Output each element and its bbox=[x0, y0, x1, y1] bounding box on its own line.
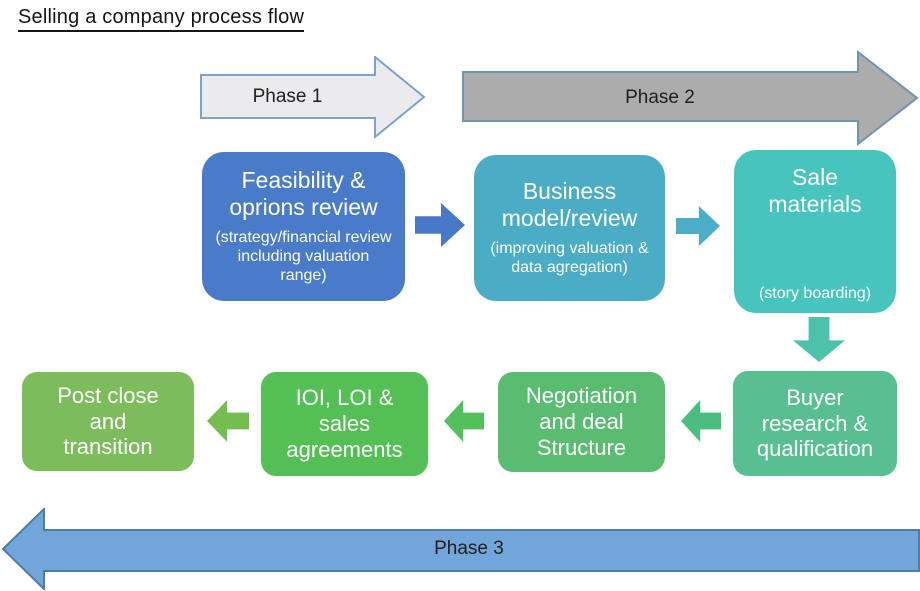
step-feasibility-subtitle: (strategy/financial review including val… bbox=[215, 229, 392, 285]
left-arrow-icon bbox=[207, 400, 249, 442]
step-post-close-title: Post close and transition bbox=[57, 382, 159, 460]
page-title: Selling a company process flow bbox=[18, 6, 305, 32]
phase1-label: Phase 1 bbox=[252, 86, 323, 107]
step-negotiation-title: Negotiation and deal Structure bbox=[525, 383, 638, 460]
step-sale-materials: Sale materials (story boarding) bbox=[734, 150, 896, 313]
left-arrow-icon bbox=[681, 400, 721, 442]
step-negotiation-deal-structure: Negotiation and deal Structure bbox=[498, 372, 665, 472]
phase1-arrow-graphic bbox=[200, 56, 426, 138]
phase3-banner-arrow: Phase 3 bbox=[2, 508, 920, 590]
down-arrow-icon bbox=[793, 317, 845, 362]
phase3-label: Phase 3 bbox=[434, 538, 504, 559]
step-ioi-title: IOI, LOI & sales agreements bbox=[286, 385, 403, 462]
step-business-subtitle: (improving valuation & data agregation) bbox=[490, 240, 649, 277]
phase2-arrow-graphic bbox=[462, 50, 919, 146]
step-buyer-research-qualification: Buyer research & qualification bbox=[733, 371, 897, 476]
phase3-left-arrow-shape bbox=[2, 508, 920, 590]
step-buyer-title: Buyer research & qualification bbox=[756, 384, 874, 462]
step-post-close-transition: Post close and transition bbox=[22, 372, 194, 471]
left-arrow-icon bbox=[444, 400, 484, 442]
phase2-label: Phase 2 bbox=[625, 87, 695, 108]
phase3-arrow-graphic bbox=[2, 508, 920, 590]
step-feasibility-options-review: Feasibility & oprions review (strategy/f… bbox=[202, 152, 405, 301]
phase2-banner-arrow: Phase 2 bbox=[462, 50, 920, 146]
phase1-right-arrow-shape bbox=[200, 56, 426, 138]
step-business-title: Business model/review bbox=[501, 177, 638, 231]
step-sale-title: Sale materials bbox=[768, 164, 862, 217]
phase2-right-arrow-shape bbox=[462, 50, 919, 146]
step-sale-subtitle: (story boarding) bbox=[758, 285, 872, 303]
step-business-model-review: Business model/review (improving valuati… bbox=[474, 155, 665, 301]
right-arrow-icon bbox=[676, 206, 720, 246]
phase1-banner-arrow: Phase 1 bbox=[200, 56, 426, 138]
step-ioi-loi-sales-agreements: IOI, LOI & sales agreements bbox=[261, 372, 428, 476]
right-arrow-icon bbox=[415, 203, 465, 247]
step-feasibility-title: Feasibility & oprions review bbox=[229, 167, 378, 220]
